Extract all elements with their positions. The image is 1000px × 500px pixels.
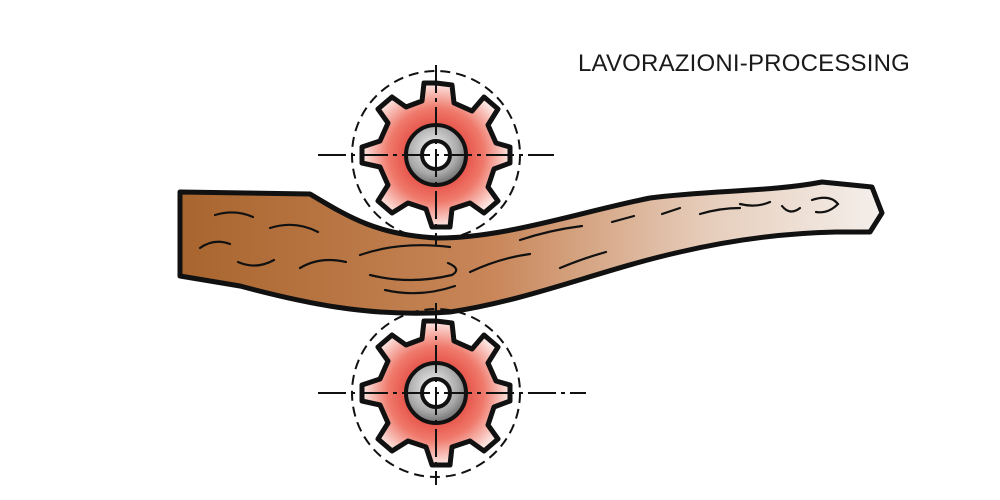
rotary-cutter-icon (318, 65, 554, 245)
top-cutter (318, 65, 554, 245)
wood-plank-icon (177, 179, 885, 316)
rotary-cutter-icon (318, 303, 586, 485)
bottom-cutter (318, 303, 586, 485)
diagram-title: LAVORAZIONI-PROCESSING (578, 50, 911, 77)
